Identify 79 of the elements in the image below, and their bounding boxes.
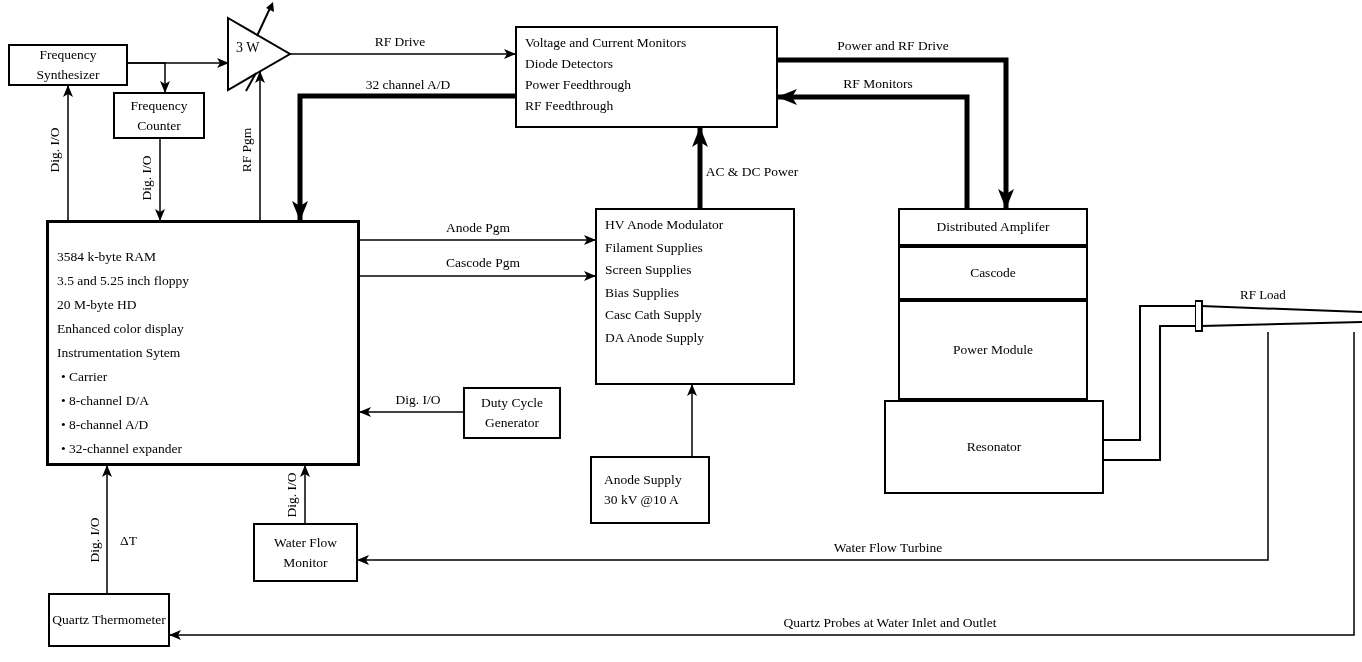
box-text: Duty Cycle Generator [481, 395, 543, 430]
amplifier-label: 3 W [236, 40, 260, 55]
process-box [898, 208, 1088, 246]
spec-text: 20 M-byte HD [57, 297, 137, 312]
edge-label: Water Flow Turbine [832, 541, 944, 555]
edge-label: Anode Pgm [444, 221, 512, 235]
list-item: • 8-channel D/A [61, 392, 150, 410]
process-box [463, 387, 561, 439]
box-text: Casc Cath Supply [605, 307, 702, 322]
edge-label: Dig. I/O [48, 126, 62, 174]
arrow [687, 384, 697, 457]
arrow [357, 331, 1269, 565]
box-text: Anode Supply [604, 472, 682, 487]
edge-label: Dig. I/O [140, 154, 154, 202]
box-text: Filament Supplies [605, 239, 703, 255]
edge-label: Power and RF Drive [836, 39, 950, 53]
box-text: Frequency Counter [130, 97, 188, 133]
process-box [48, 593, 170, 647]
spec-text: Enhanced color display [57, 321, 184, 336]
edge-label: Dig. I/O [285, 471, 299, 519]
arrow [692, 127, 708, 208]
process-box [590, 456, 710, 524]
edge-label: Cascode Pgm [445, 256, 521, 270]
process-box [253, 523, 358, 582]
box-text: Frequency Synthesizer [36, 47, 100, 82]
box-text: Water Flow Monitor [274, 534, 337, 570]
arrow [155, 138, 165, 221]
list-item: • 32-channel expander [61, 440, 183, 458]
edge-label: 32 channel A/D [364, 78, 452, 92]
box-text: Screen Supplies [605, 262, 692, 277]
arrow [255, 71, 265, 221]
box-text: Quartz Thermometer [52, 612, 166, 627]
computer-box [46, 220, 360, 466]
coax-connector [1104, 305, 1195, 461]
list-item: • 8-channel A/D [61, 416, 150, 434]
arrow [778, 57, 1014, 209]
edge-label: RF Drive [373, 35, 427, 49]
arrow [359, 271, 596, 281]
box-text: HV Anode Modulator [605, 217, 724, 232]
edge-label: Dig. I/O [88, 516, 102, 564]
spec-text: 3584 k-byte RAM [57, 249, 156, 264]
box-text: Bias Supplies [605, 284, 679, 300]
arrow [289, 49, 516, 59]
box-text: Voltage and Current Monitors [525, 35, 687, 50]
process-box [898, 300, 1088, 400]
box-text: Cascode [970, 265, 1016, 280]
arrow [127, 62, 170, 93]
list-item: • Carrier [61, 368, 109, 386]
arrow [359, 235, 596, 245]
process-box [113, 92, 205, 139]
arrow [359, 407, 464, 417]
box-text: 30 kV @10 A [604, 492, 679, 507]
arrow [292, 93, 515, 221]
box-text: Distributed Amplifer [936, 219, 1050, 234]
arrow [300, 465, 310, 524]
load-label: RF Load [1240, 287, 1286, 302]
process-box [595, 208, 795, 385]
process-box [884, 400, 1104, 494]
box-text: Diode Detectors [525, 56, 614, 71]
edge-label: AC & DC Power [704, 165, 800, 179]
spec-text: 3.5 and 5.25 inch floppy [57, 273, 189, 288]
arrow [777, 89, 970, 208]
box-text: DA Anode Supply [605, 329, 704, 345]
box-text: Power Module [953, 342, 1033, 357]
delta-t-label: ΔT [120, 534, 137, 548]
process-box [898, 246, 1088, 300]
spec-text: Instrumentation Sytem [57, 345, 181, 360]
arrow [102, 465, 112, 594]
box-text: Power Feedthrough [525, 77, 632, 92]
edge-label: Quartz Probes at Water Inlet and Outlet [782, 616, 998, 630]
edge-label: Dig. I/O [394, 393, 442, 407]
box-text: Resonator [966, 439, 1022, 454]
edge-label: RF Pgm [240, 126, 254, 174]
process-box [515, 26, 778, 128]
process-box [8, 44, 128, 86]
edge-label: RF Monitors [842, 77, 914, 91]
box-text: RF Feedthrough [525, 98, 614, 113]
arrow [63, 85, 73, 221]
arrow [169, 331, 1355, 640]
